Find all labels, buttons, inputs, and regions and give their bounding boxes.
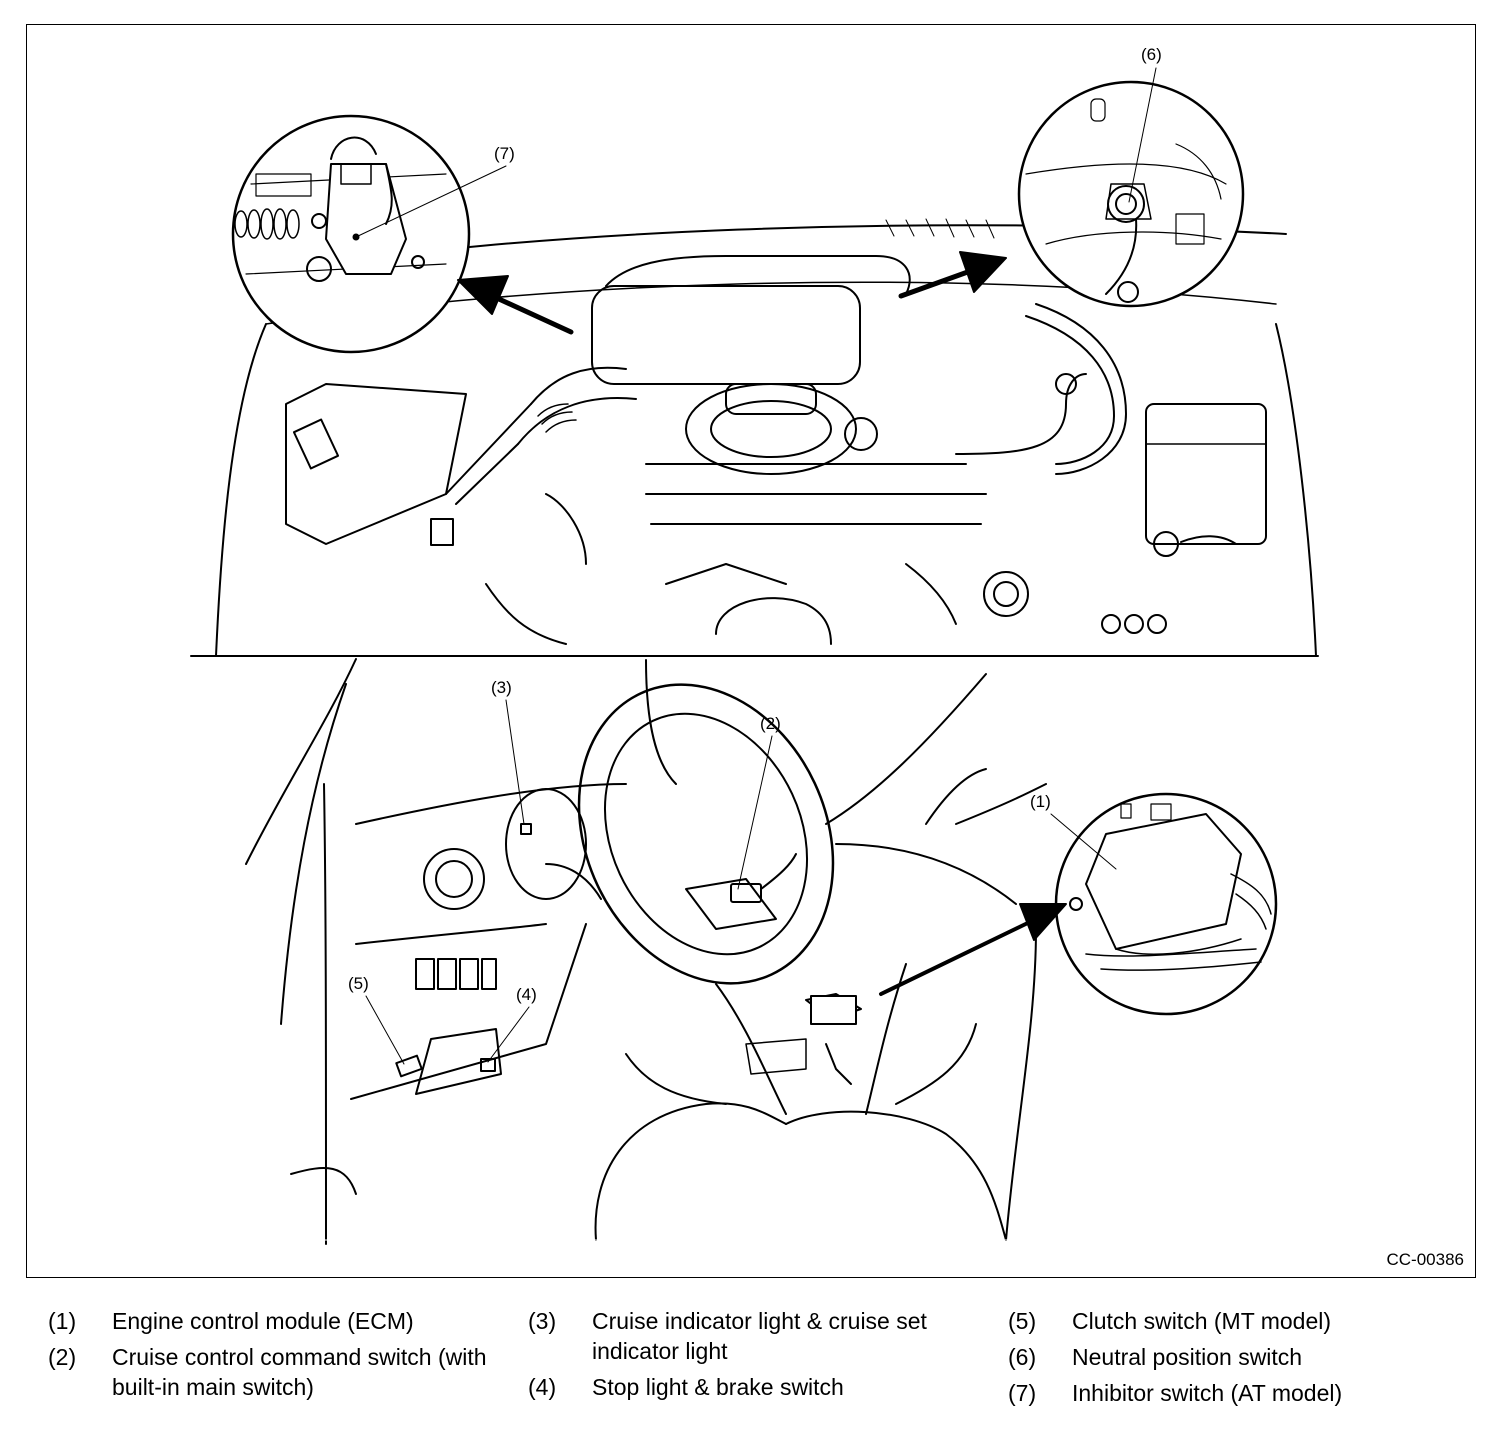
legend-text: Cruise control command switch (with buil… bbox=[112, 1344, 487, 1400]
svg-text:(2): (2) bbox=[760, 714, 781, 733]
legend-text: Inhibitor switch (AT model) bbox=[1072, 1380, 1343, 1406]
arrow-to-ecm-inset bbox=[879, 903, 1067, 996]
callout-3: (3) bbox=[491, 678, 525, 825]
legend-column-2: (3) Cruise indicator light & cruise set … bbox=[528, 1306, 982, 1408]
svg-text:(3): (3) bbox=[491, 678, 512, 697]
legend-number: (4) bbox=[528, 1374, 557, 1400]
legend-number: (5) bbox=[1008, 1308, 1037, 1334]
svg-text:(5): (5) bbox=[348, 974, 369, 993]
engine-bay-drawing bbox=[190, 218, 1319, 657]
arrow-to-inhibitor-inset bbox=[457, 275, 574, 335]
inset-inhibitor-switch bbox=[231, 114, 471, 354]
legend-column-3: (5) Clutch switch (MT model) (6) Neutral… bbox=[1008, 1306, 1472, 1414]
callout-2: (2) bbox=[737, 714, 781, 890]
legend-number: (7) bbox=[1008, 1380, 1037, 1406]
svg-text:(4): (4) bbox=[516, 985, 537, 1004]
legend-text: Stop light & brake switch bbox=[592, 1374, 844, 1400]
callout-4: (4) bbox=[487, 985, 537, 1063]
svg-text:(1): (1) bbox=[1030, 792, 1051, 811]
legend-item-clutch-switch: (5) Clutch switch (MT model) bbox=[1008, 1306, 1472, 1336]
legend-text: Neutral position switch bbox=[1072, 1344, 1303, 1370]
legend-text: Clutch switch (MT model) bbox=[1072, 1308, 1332, 1334]
legend-item-stop-light-brake-switch: (4) Stop light & brake switch bbox=[528, 1372, 982, 1402]
legend-number: (6) bbox=[1008, 1344, 1037, 1370]
callout-6: (6) bbox=[1128, 45, 1162, 203]
arrow-to-neutral-inset bbox=[898, 251, 1007, 299]
legend-number: (1) bbox=[48, 1308, 77, 1334]
legend-item-inhibitor-switch: (7) Inhibitor switch (AT model) bbox=[1008, 1378, 1472, 1408]
legend-item-cruise-command-switch: (2) Cruise control command switch (with … bbox=[48, 1342, 492, 1402]
callout-7: (7) bbox=[355, 144, 515, 238]
legend-text: Cruise indicator light & cruise set indi… bbox=[592, 1308, 927, 1364]
legend-text: Engine control module (ECM) bbox=[112, 1308, 414, 1334]
legend-number: (2) bbox=[48, 1344, 77, 1370]
cabin-drawing bbox=[190, 658, 1327, 1245]
legend-item-ecm: (1) Engine control module (ECM) bbox=[48, 1306, 492, 1336]
callout-5: (5) bbox=[348, 974, 405, 1065]
callout-1: (1) bbox=[1030, 792, 1117, 870]
legend-item-cruise-indicator-light: (3) Cruise indicator light & cruise set … bbox=[528, 1306, 982, 1366]
legend-column-1: (1) Engine control module (ECM) (2) Crui… bbox=[48, 1306, 492, 1408]
legend-number: (3) bbox=[528, 1308, 557, 1334]
svg-text:(6): (6) bbox=[1141, 45, 1162, 64]
svg-text:(7): (7) bbox=[494, 144, 515, 163]
inset-ecm bbox=[1054, 792, 1278, 1016]
figure-id: CC-00386 bbox=[1386, 1250, 1465, 1269]
legend-item-neutral-position-switch: (6) Neutral position switch bbox=[1008, 1342, 1472, 1372]
diagram-illustration: (7) (6) (3) (2) (1) (5) (4) bbox=[190, 45, 1327, 1245]
